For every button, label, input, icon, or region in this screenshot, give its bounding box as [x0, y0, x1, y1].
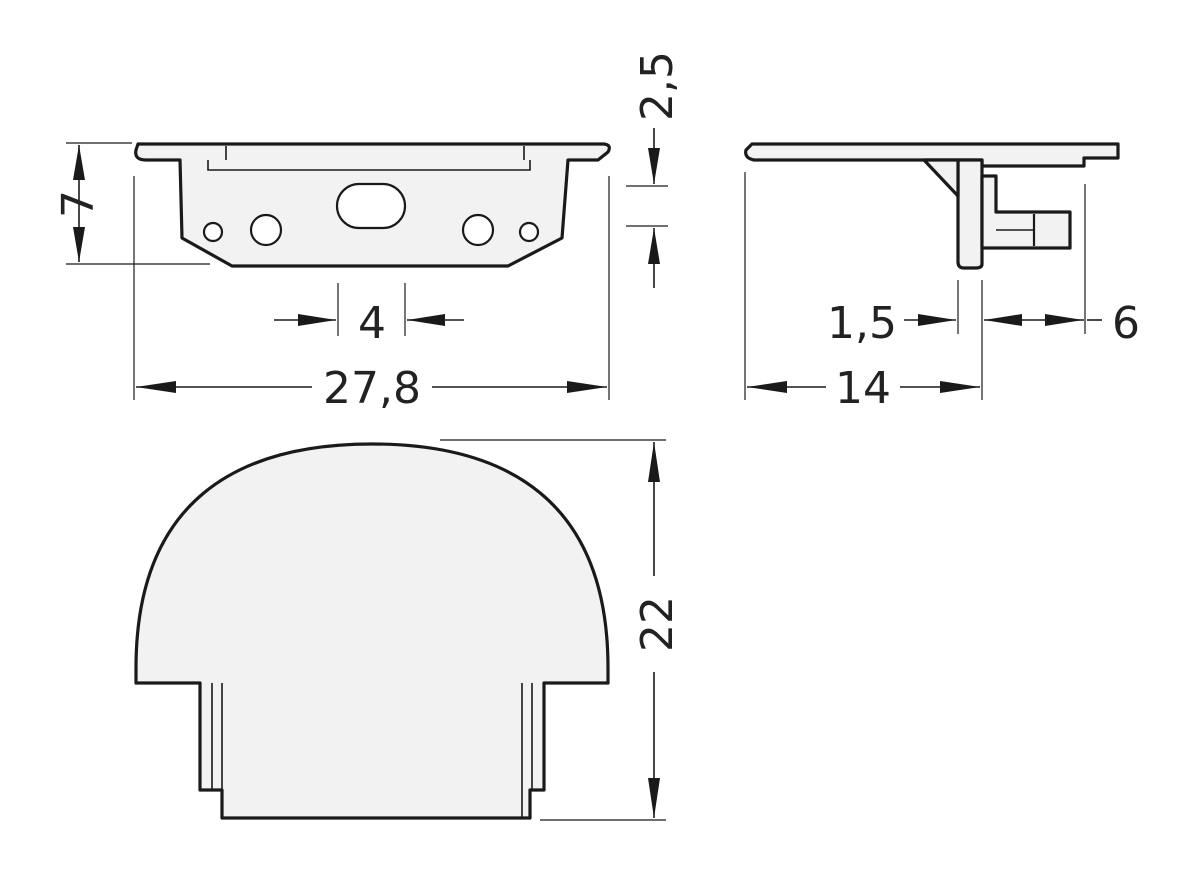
- dim-flange-thickness: 2,5: [626, 51, 683, 288]
- front-view-hole-1: [202, 221, 224, 243]
- dim-depth-label: 6: [1112, 298, 1140, 349]
- front-view-hole-4: [518, 221, 540, 243]
- dim-width-side-label: 14: [835, 363, 891, 414]
- dim-width-front-label: 27,8: [323, 363, 421, 414]
- bottom-view-right-tab: [521, 683, 545, 818]
- side-view-rib: [922, 158, 960, 198]
- dim-width-side: 14: [744, 172, 983, 414]
- side-view-flange: [744, 142, 1120, 168]
- dim-wall: 1,5: [827, 280, 1084, 349]
- bottom-view-left-tab: [199, 683, 223, 818]
- dim-depth: 6: [1045, 184, 1140, 349]
- front-view: [134, 142, 611, 268]
- bottom-view-cap: [134, 442, 610, 820]
- side-view: [744, 142, 1120, 270]
- dim-height-front: 7: [53, 142, 210, 265]
- side-view-clip: [980, 174, 1072, 250]
- side-view-wall: [956, 158, 984, 270]
- dim-height-bottom-label: 22: [632, 596, 683, 652]
- dim-slot-width-label: 4: [358, 298, 386, 349]
- front-view-oval-hole: [335, 182, 407, 230]
- dim-width-front: 27,8: [133, 176, 610, 414]
- front-view-hole-2: [249, 213, 283, 247]
- dim-flange-thickness-label: 2,5: [632, 51, 683, 121]
- front-view-hole-3: [461, 213, 495, 247]
- dim-height-front-label: 7: [53, 190, 104, 218]
- dim-slot-width: 4: [274, 283, 464, 349]
- front-view-slot-strip: [207, 146, 531, 171]
- dim-wall-label: 1,5: [827, 298, 897, 349]
- dim-height-bottom: 22: [440, 439, 683, 821]
- bottom-view: [134, 442, 610, 820]
